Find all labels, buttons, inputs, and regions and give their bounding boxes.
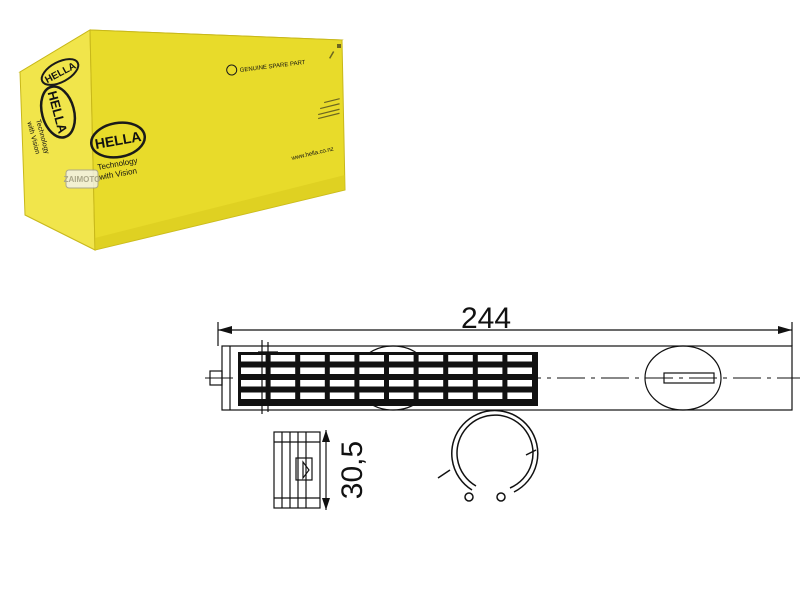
- filter-grid-cell: [418, 355, 444, 362]
- filter-grid-cell: [329, 380, 355, 387]
- product-box: HELLA Technology with Vision HELLA GENUI…: [18, 29, 346, 251]
- filter-grid-cell: [448, 380, 473, 387]
- side-view: [273, 431, 321, 509]
- filter-grid-cell: [300, 355, 325, 362]
- filter-grid-cell: [270, 392, 296, 399]
- technical-drawing: 244: [205, 302, 800, 510]
- filter-grid-cell: [270, 355, 296, 362]
- filter-grid-cell: [359, 380, 384, 387]
- filter-grid-cell: [270, 380, 296, 387]
- filter-grid-cell: [389, 392, 414, 399]
- box-fine-print: [318, 44, 341, 120]
- filter-grid-cell: [477, 392, 503, 399]
- length-label: 244: [461, 302, 511, 335]
- filter-grid-cell: [300, 367, 325, 374]
- watermark-text: ZAIMOTO: [64, 175, 101, 184]
- circlip: [437, 409, 539, 502]
- filter-grid-cell: [507, 392, 532, 399]
- filter-grid-cell: [300, 380, 325, 387]
- filter-grid-cell: [507, 355, 532, 362]
- filter-grid-cell: [241, 392, 266, 399]
- length-dimension: [217, 322, 793, 346]
- front-logo: HELLA: [89, 121, 147, 159]
- filter-grid-cell: [477, 380, 503, 387]
- end-clip: [258, 340, 278, 414]
- filter-grid-cell: [477, 367, 503, 374]
- filter-grid-cell: [270, 367, 296, 374]
- filter-grid-cell: [448, 367, 473, 374]
- filter-grid-cell: [359, 392, 384, 399]
- filter-grid-cell: [241, 367, 266, 374]
- filter-grid-cell: [329, 355, 355, 362]
- filter-grid-cell: [389, 355, 414, 362]
- diameter-label: 30,5: [336, 441, 369, 499]
- filter-grid-cell: [241, 355, 266, 362]
- front-logo-brand: HELLA: [94, 128, 143, 152]
- filter-grid-cell: [448, 355, 473, 362]
- filter-grid-cell: [418, 380, 444, 387]
- filter-grid-cell: [418, 392, 444, 399]
- watermark: ZAIMOTO: [64, 169, 101, 189]
- filter-grid-cell: [389, 380, 414, 387]
- filter-grid-cell: [329, 367, 355, 374]
- filter-grid-cell: [359, 367, 384, 374]
- filter-grid-cell: [507, 380, 532, 387]
- filter-grid-cell: [448, 392, 473, 399]
- filter-grid-cells: [241, 355, 532, 399]
- diameter-dimension: [322, 430, 330, 510]
- filter-grid-cell: [477, 355, 503, 362]
- filter-grid-cell: [418, 367, 444, 374]
- filter-grid-cell: [241, 380, 266, 387]
- filter-grid-cell: [300, 392, 325, 399]
- filter-grid-cell: [359, 355, 384, 362]
- filter-grid-cell: [507, 367, 532, 374]
- filter-grid-cell: [389, 367, 414, 374]
- filter-grid-cell: [329, 392, 355, 399]
